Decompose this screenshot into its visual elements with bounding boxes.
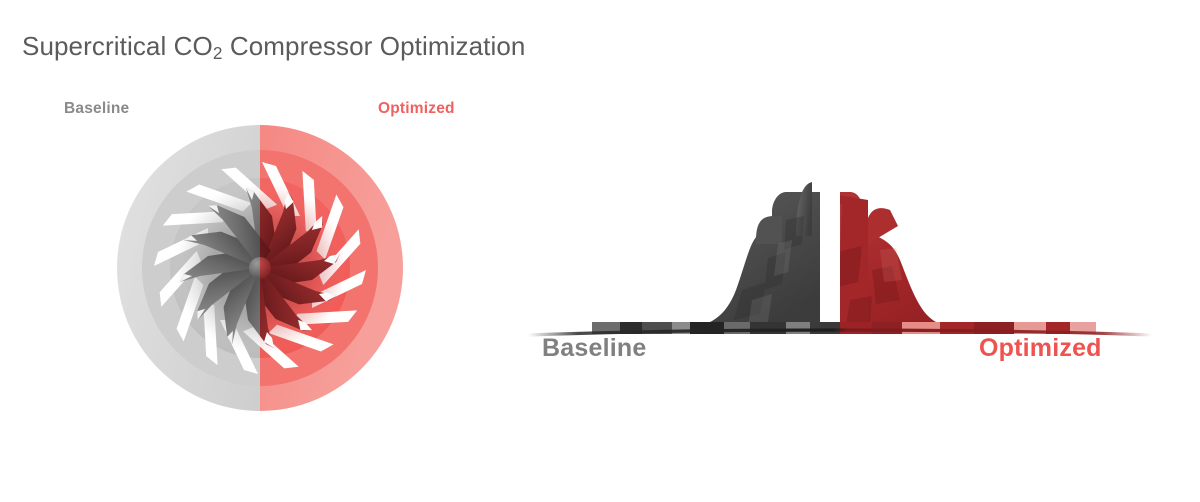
mesh-core-optimized — [840, 195, 868, 328]
mesh-optimized-half — [840, 192, 968, 328]
mesh-facets-optimized — [840, 246, 900, 326]
mesh-diagram-svg — [527, 182, 1153, 337]
mesh-figure: Baseline Optimized — [520, 140, 1160, 390]
mesh-highlights-baseline — [748, 240, 792, 326]
impeller-hub-optimized — [260, 257, 271, 279]
impeller-blades-baseline — [180, 188, 260, 345]
mesh-baseline-label: Baseline — [542, 334, 647, 362]
impeller-baseline-half — [117, 125, 260, 411]
impeller-optimized-half — [260, 125, 403, 411]
mesh-highlights-optimized — [840, 204, 902, 282]
mesh-fin-baseline — [796, 182, 812, 236]
impeller-blades-optimized — [260, 191, 340, 348]
impeller-diagram-svg — [117, 125, 403, 411]
page-title-suffix: Compressor Optimization — [222, 31, 526, 61]
mesh-body-baseline — [680, 192, 820, 328]
page-title-subscript: 2 — [212, 42, 223, 63]
mesh-ground-line — [527, 328, 1153, 337]
page-title-prefix: Supercritical CO — [22, 31, 213, 61]
page-title: Supercritical CO2 Compressor Optimizatio… — [22, 31, 525, 62]
impeller-baseline-label: Baseline — [64, 100, 130, 117]
impeller-hub-baseline — [249, 257, 260, 279]
mesh-shoulder-baseline — [756, 216, 782, 244]
mesh-baseline-half — [680, 182, 820, 328]
mesh-body-optimized — [840, 192, 968, 328]
mesh-shoulder-optimized — [868, 208, 898, 244]
mesh-optimized-label: Optimized — [979, 334, 1102, 362]
impeller-optimized-label: Optimized — [378, 100, 455, 117]
impeller-figure: Baseline Optimized — [0, 88, 520, 488]
mesh-facets-baseline — [734, 216, 804, 320]
